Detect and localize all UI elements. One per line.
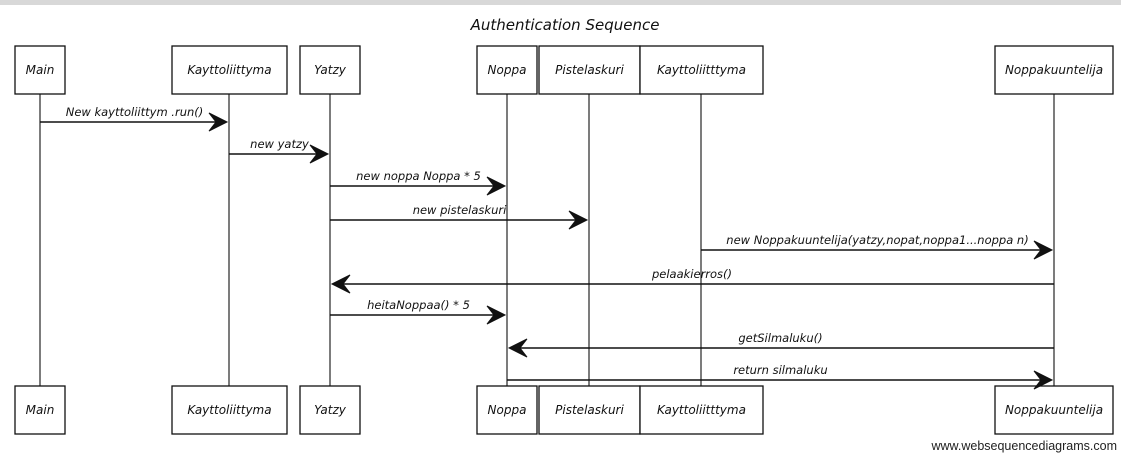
participant-box-top-kayttoliitttyma — [639, 45, 764, 95]
message-arrowhead-8 — [507, 338, 528, 358]
message-label-1: New kayttoliittym .run() — [66, 105, 204, 119]
lifelines — [39, 94, 1055, 386]
participant-box-top-main — [14, 45, 66, 95]
participant-boxes: MainMainKayttoliittymaKayttoliittymaYatz… — [14, 45, 1114, 435]
messages: New kayttoliittym .run() new yatzy new nop… — [40, 105, 1054, 390]
message-label-3: new noppa Noppa * 5 — [356, 169, 481, 183]
message-label-2: new yatzy — [250, 137, 309, 151]
message-label-7: heitaNoppaa() * 5 — [367, 298, 470, 312]
participant-label-top-yatzy: Yatzy — [314, 63, 347, 77]
participant-label-top-noppa: Noppa — [488, 63, 527, 77]
message-arrowhead-9 — [1033, 370, 1054, 390]
participant-label-bottom-noppa: Noppa — [488, 403, 527, 417]
participant-box-bottom-kayttoliitttyma — [639, 385, 764, 435]
participant-box-top-noppakuuntelija — [994, 45, 1114, 95]
participant-label-top-main: Main — [26, 63, 55, 77]
message-label-6: pelaakierros() — [651, 267, 732, 281]
participant-label-bottom-main: Main — [26, 403, 55, 417]
message-label-5: new Noppakuuntelija(yatzy,nopat,noppa1..… — [726, 233, 1028, 247]
participant-label-bottom-noppakuuntelija: Noppakuuntelija — [1005, 403, 1103, 417]
participant-label-top-pistelaskuri: Pistelaskuri — [555, 63, 624, 77]
participant-label-bottom-kayttoliitttyma: Kayttoliitttyma — [657, 403, 746, 417]
top-border — [0, 0, 1121, 5]
participant-box-top-pistelaskuri — [538, 45, 641, 95]
participant-box-top-yatzy — [299, 45, 361, 95]
message-label-8: getSilmaluku() — [738, 331, 822, 345]
watermark-link[interactable]: www.websequencediagrams.com — [931, 439, 1117, 453]
message-arrowhead-3 — [486, 176, 507, 196]
participant-box-bottom-noppakuuntelija — [994, 385, 1114, 435]
participant-box-top-kayttoliittyma — [171, 45, 288, 95]
participant-label-top-noppakuuntelija: Noppakuuntelija — [1005, 63, 1103, 77]
participant-box-bottom-yatzy — [299, 385, 361, 435]
message-arrowhead-6 — [330, 274, 351, 294]
message-arrowhead-7 — [486, 305, 507, 325]
participant-label-top-kayttoliittyma: Kayttoliittyma — [187, 63, 271, 77]
participant-label-bottom-pistelaskuri: Pistelaskuri — [555, 403, 624, 417]
message-arrowhead-5 — [1033, 240, 1054, 260]
message-arrowhead-4 — [568, 210, 589, 230]
participant-box-bottom-kayttoliittyma — [171, 385, 288, 435]
message-arrowhead-2 — [309, 144, 330, 164]
message-arrowhead-1 — [208, 112, 229, 132]
diagram-title: Authentication Sequence — [470, 16, 660, 34]
message-label-4: new pistelaskuri — [413, 203, 507, 217]
message-label-9: return silmaluku — [733, 363, 827, 377]
participant-box-bottom-main — [14, 385, 66, 435]
participant-label-bottom-yatzy: Yatzy — [314, 403, 347, 417]
participant-label-top-kayttoliitttyma: Kayttoliitttyma — [657, 63, 746, 77]
participant-box-top-noppa — [476, 45, 538, 95]
participant-box-bottom-noppa — [476, 385, 538, 435]
participant-label-bottom-kayttoliittyma: Kayttoliittyma — [187, 403, 271, 417]
